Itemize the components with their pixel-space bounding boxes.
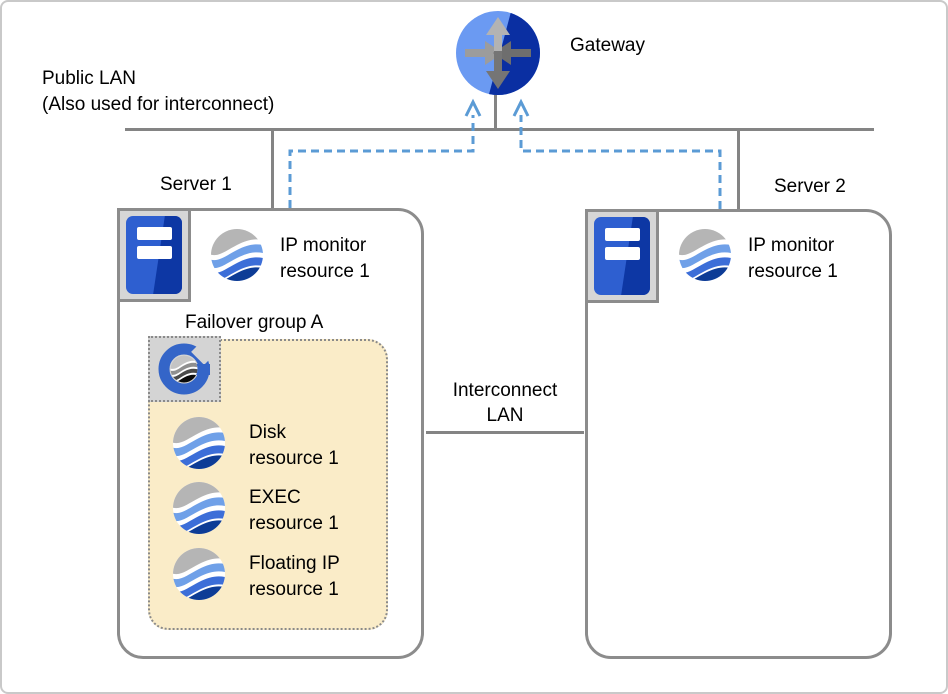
server1-route-arrowhead: [464, 98, 482, 117]
server2-icon: [585, 209, 659, 303]
cluster-g-glyph: [158, 343, 212, 395]
disk-resource-icon: [173, 417, 225, 469]
ip-monitor-resource-icon-server1: [211, 229, 263, 281]
ip-monitor-label-server1: IP monitor resource 1: [280, 233, 370, 285]
interconnect-lan-line: [426, 431, 584, 434]
public-lan-label: Public LAN (Also used for interconnect): [42, 66, 274, 118]
ip-monitor-resource-icon-server2: [679, 229, 731, 281]
failover-group-title: Failover group A: [185, 312, 324, 333]
failover-group-icon: [148, 336, 221, 402]
resource-label-line1: Floating IP: [249, 553, 340, 574]
interconnect-label-line2: LAN: [486, 405, 524, 426]
resource-label-line2: resource 1: [249, 448, 339, 469]
public-lan-line: [125, 128, 874, 131]
resource-label-line1: Disk: [249, 422, 286, 443]
ip-monitor-label-line2: resource 1: [280, 261, 370, 282]
gateway-label: Gateway: [570, 35, 645, 56]
server1-lan-connector-line: [271, 131, 274, 209]
exec-resource-icon: [173, 482, 225, 534]
server1-label: Server 1: [160, 174, 232, 195]
server-glyph: [126, 216, 182, 294]
ip-monitor-label-line1: IP monitor: [748, 235, 835, 256]
floating-ip-resource-label: Floating IP resource 1: [249, 551, 340, 603]
public-lan-label-line2: (Also used for interconnect): [42, 94, 275, 115]
interconnect-lan-label: Interconnect LAN: [426, 378, 584, 428]
gateway-connector-line: [494, 93, 497, 129]
resource-label-line2: resource 1: [249, 513, 339, 534]
disk-resource-label: Disk resource 1: [249, 420, 339, 472]
server2-label: Server 2: [774, 176, 846, 197]
floating-ip-resource-icon: [173, 548, 225, 600]
server2-lan-connector-line: [737, 131, 740, 210]
server1-icon: [117, 208, 191, 302]
ip-monitor-label-line2: resource 1: [748, 261, 838, 282]
exec-resource-label: EXEC resource 1: [249, 485, 339, 537]
server2-route-arrowhead: [512, 98, 530, 117]
resource-label-line2: resource 1: [249, 579, 339, 600]
ip-monitor-label-line1: IP monitor: [280, 235, 367, 256]
resource-label-line1: EXEC: [249, 487, 301, 508]
server-glyph: [594, 217, 650, 295]
ip-monitor-label-server2: IP monitor resource 1: [748, 233, 838, 285]
interconnect-label-line1: Interconnect: [452, 380, 558, 401]
gateway-router-icon: [456, 11, 540, 95]
public-lan-label-line1: Public LAN: [42, 68, 136, 89]
